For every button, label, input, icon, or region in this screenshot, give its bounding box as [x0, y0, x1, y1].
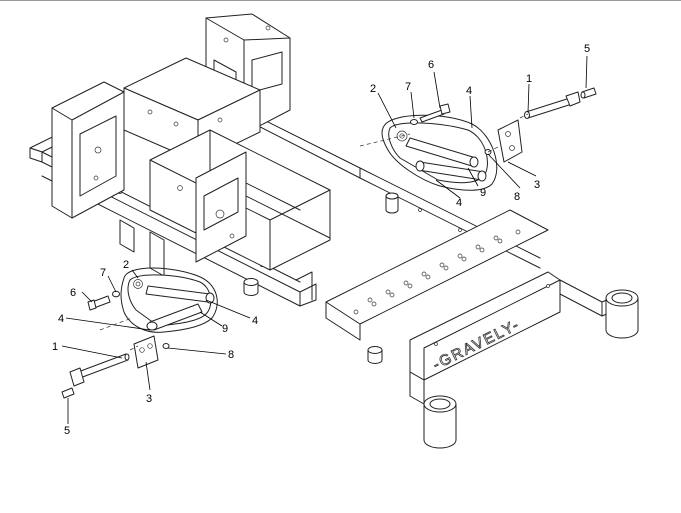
callout-lower-1: 1: [52, 341, 58, 353]
callout-lower-8: 8: [228, 349, 234, 361]
mower-frame: -GRAVELY-: [29, 13, 639, 449]
callout-lower-2: 2: [123, 259, 129, 271]
callout-upper-4b: 4: [456, 197, 462, 209]
callout-lower-6: 6: [70, 287, 76, 299]
callout-lower-4b: 4: [252, 315, 258, 327]
callout-upper-9: 9: [480, 187, 486, 199]
callout-lower-9: 9: [222, 323, 228, 335]
callout-upper-2: 2: [370, 83, 376, 95]
callout-upper-4a: 4: [466, 85, 472, 97]
callouts-upper: 1 2 3 4 4 5 6 7 8 9: [370, 43, 590, 209]
callout-lower-4a: 4: [58, 313, 64, 325]
callout-upper-3: 3: [534, 179, 540, 191]
callout-upper-5: 5: [584, 43, 590, 55]
upper-bracket-assembly: [359, 87, 597, 191]
leader-lines: [61, 55, 588, 424]
callout-lower-7: 7: [100, 267, 106, 279]
lower-bracket-assembly: [61, 267, 218, 399]
callout-upper-7: 7: [405, 81, 411, 93]
callout-lower-3: 3: [146, 393, 152, 405]
callout-lower-5: 5: [64, 425, 70, 437]
callouts-lower: 1 2 3 4 4 5 6 7 8 9: [52, 259, 258, 437]
top-border-line: [0, 0, 681, 1]
callout-upper-6: 6: [428, 59, 434, 71]
callout-upper-8: 8: [514, 191, 520, 203]
callout-upper-1: 1: [526, 73, 532, 85]
